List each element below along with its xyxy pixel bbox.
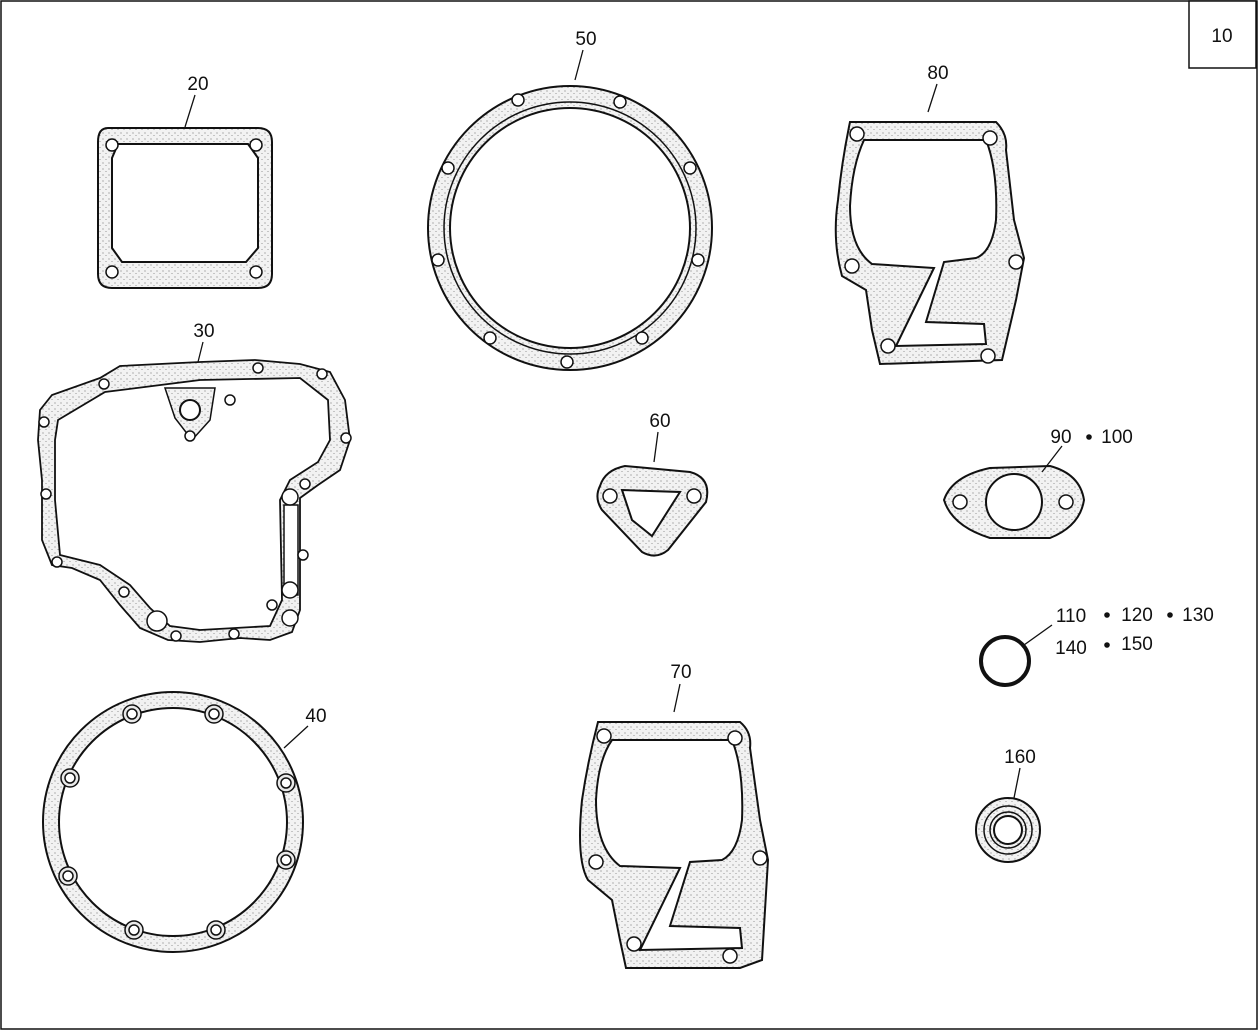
sheet-number-box: 10 xyxy=(1188,0,1257,69)
label-20: 20 xyxy=(187,74,208,95)
label-150: 150 xyxy=(1121,634,1153,655)
seal-160: 160 xyxy=(975,747,1041,863)
gasket-60: 60 xyxy=(596,411,709,557)
bullet-icon xyxy=(1086,434,1092,440)
label-80: 80 xyxy=(927,63,948,84)
gasket-40: 40 xyxy=(42,691,327,953)
label-130: 130 xyxy=(1182,605,1214,626)
bullet-icon xyxy=(1104,612,1110,618)
sheet-number: 10 xyxy=(1211,26,1232,47)
label-140: 140 xyxy=(1055,638,1087,659)
label-30: 30 xyxy=(193,321,214,342)
gasket-90-100: 90 100 xyxy=(942,427,1133,539)
label-50: 50 xyxy=(575,29,596,50)
gasket-70: 70 xyxy=(579,662,770,969)
label-40: 40 xyxy=(305,706,326,727)
bullet-icon xyxy=(1104,642,1110,648)
label-100: 100 xyxy=(1101,427,1133,448)
gasket-30: 30 xyxy=(37,321,352,643)
bullet-icon xyxy=(1167,612,1173,618)
gasket-20: 20 xyxy=(97,74,273,289)
label-60: 60 xyxy=(649,411,670,432)
o-ring-110-150: 110 120 130 140 150 xyxy=(979,605,1214,687)
label-120: 120 xyxy=(1121,605,1153,626)
label-70: 70 xyxy=(670,662,691,683)
label-110: 110 xyxy=(1056,606,1086,627)
gasket-50: 50 xyxy=(427,29,713,371)
label-90: 90 xyxy=(1050,427,1071,448)
label-160: 160 xyxy=(1004,747,1036,768)
gasket-80: 80 xyxy=(834,63,1026,366)
